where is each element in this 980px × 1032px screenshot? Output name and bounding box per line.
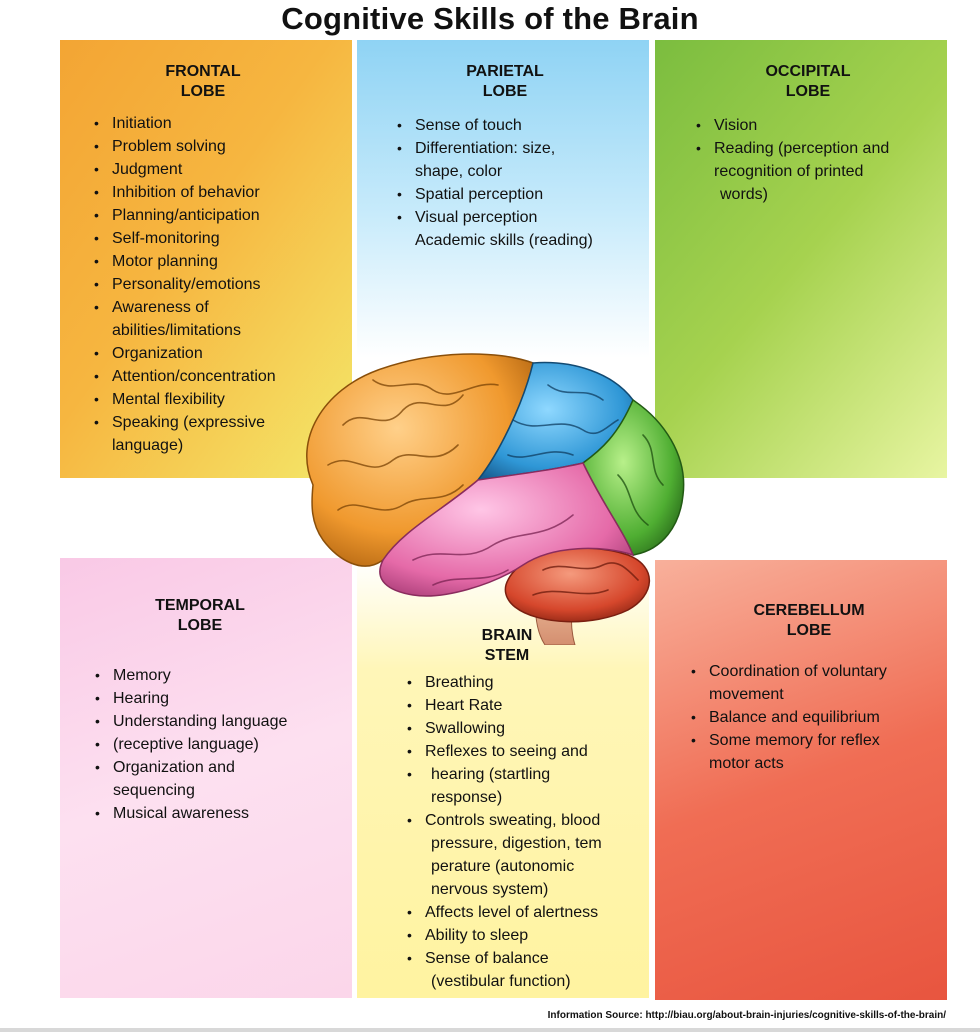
- list-item: hearing (startling: [405, 763, 602, 786]
- parietal-lobe-list: Sense of touch Differentiation: size, sh…: [395, 114, 593, 252]
- list-item: language): [112, 437, 184, 454]
- list-item: Understanding language: [93, 710, 287, 733]
- list-item: Differentiation: size,: [395, 137, 593, 160]
- list-item: Personality/emotions: [92, 273, 276, 296]
- list-item: Initiation: [92, 112, 276, 135]
- list-item: response): [431, 789, 503, 806]
- list-item: Some memory for reflex: [689, 729, 887, 752]
- list-item: Visual perception: [395, 206, 593, 229]
- list-item: Heart Rate: [405, 694, 602, 717]
- list-item: (vestibular function): [431, 973, 571, 990]
- list-item: Mental flexibility: [92, 388, 276, 411]
- list-item: Problem solving: [92, 135, 276, 158]
- list-item: Swallowing: [405, 717, 602, 740]
- list-item: nervous system): [431, 881, 549, 898]
- list-item: Organization and: [93, 756, 287, 779]
- list-item: Sense of touch: [395, 114, 593, 137]
- list-item: Spatial perception: [395, 183, 593, 206]
- list-item: Reflexes to seeing and: [405, 740, 602, 763]
- list-item: Awareness of: [92, 296, 276, 319]
- list-item: Musical awareness: [93, 802, 287, 825]
- bottom-divider: [0, 1028, 980, 1032]
- cerebellum-lobe-list: Coordination of voluntary movement Balan…: [689, 660, 887, 775]
- frontal-lobe-list: Initiation Problem solving Judgment Inhi…: [92, 112, 276, 457]
- list-item: (receptive language): [93, 733, 287, 756]
- list-item: Academic skills (reading): [415, 232, 593, 249]
- list-item: Judgment: [92, 158, 276, 181]
- list-item: Ability to sleep: [405, 924, 602, 947]
- list-item: Affects level of alertness: [405, 901, 602, 924]
- list-item: words): [720, 186, 769, 203]
- list-item: Hearing: [93, 687, 287, 710]
- list-item: Balance and equilibrium: [689, 706, 887, 729]
- list-item: Breathing: [405, 671, 602, 694]
- list-item: Coordination of voluntary: [689, 660, 887, 683]
- list-item: perature (autonomic: [431, 858, 575, 875]
- list-item: Organization: [92, 342, 276, 365]
- list-item: Speaking (expressive: [92, 411, 276, 434]
- temporal-lobe-shape: [379, 462, 635, 597]
- list-item: Memory: [93, 664, 287, 687]
- brain-stem-list: Breathing Heart Rate Swallowing Reflexes…: [405, 671, 602, 993]
- list-item: shape, color: [415, 163, 503, 180]
- list-item: Attention/concentration: [92, 365, 276, 388]
- list-item: Planning/anticipation: [92, 204, 276, 227]
- list-item: motor acts: [709, 755, 784, 772]
- list-item: Controls sweating, blood: [405, 809, 602, 832]
- occipital-lobe-list: Vision Reading (perception and recogniti…: [694, 114, 889, 206]
- list-item: Reading (perception and: [694, 137, 889, 160]
- list-item: movement: [709, 686, 784, 703]
- list-item: Sense of balance: [405, 947, 602, 970]
- page-title: Cognitive Skills of the Brain: [281, 1, 699, 36]
- brain-illustration: [306, 353, 685, 645]
- list-item: abilities/limitations: [112, 322, 241, 339]
- list-item: Vision: [694, 114, 889, 137]
- list-item: recognition of printed: [714, 163, 864, 180]
- temporal-lobe-list: Memory Hearing Understanding language (r…: [93, 664, 287, 825]
- list-item: Self-monitoring: [92, 227, 276, 250]
- list-item: Inhibition of behavior: [92, 181, 276, 204]
- list-item: Motor planning: [92, 250, 276, 273]
- list-item: sequencing: [113, 782, 195, 799]
- brain-folds: [327, 379, 664, 596]
- list-item: pressure, digestion, tem: [431, 835, 602, 852]
- information-source: Information Source: http://biau.org/abou…: [547, 1010, 946, 1021]
